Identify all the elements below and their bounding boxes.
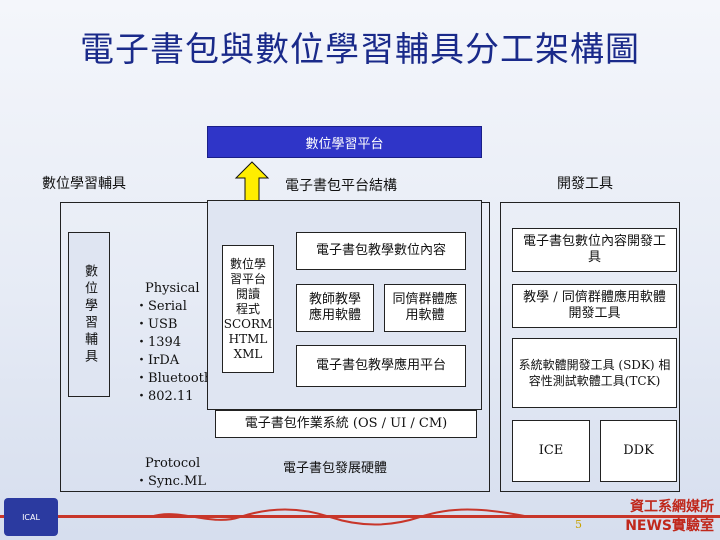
structure-header: 電子書包平台結構: [285, 178, 397, 194]
physical-item: ・IrDA: [135, 353, 180, 368]
page-number: 5: [575, 518, 582, 531]
peer-software-box: 同儕群體應用軟體: [384, 284, 466, 332]
physical-item: ・USB: [135, 317, 178, 332]
platform-banner: 數位學習平台: [207, 126, 482, 158]
logo: ICAL: [4, 498, 58, 536]
footer-rule: [0, 515, 720, 518]
os-box: 電子書包作業系統 (OS / UI / CM): [215, 410, 477, 438]
physical-item: ・Serial: [135, 299, 187, 314]
ddk-box: DDK: [600, 420, 677, 482]
dev-outline: [500, 202, 680, 492]
physical-list: Physical ・Serial ・USB ・1394 ・IrDA ・Bluet…: [135, 280, 212, 406]
logo-text: ICAL: [22, 512, 40, 522]
tools-header: 數位學習輔具: [42, 176, 126, 192]
dev-content-box: 電子書包數位內容開發工具: [512, 228, 677, 272]
stack-line: 習平台: [229, 271, 266, 286]
dev-app-box: 教學 / 同儕群體應用軟體開發工具: [512, 284, 677, 328]
ice-box: ICE: [512, 420, 590, 482]
stack-line: 程式: [235, 301, 260, 316]
physical-item: ・Bluetooth: [135, 371, 213, 386]
protocol-list: Protocol ・Sync.ML: [135, 455, 206, 491]
stack-line: 閱讀: [235, 286, 260, 301]
physical-head: Physical: [145, 281, 200, 296]
physical-item: ・802.11: [135, 389, 194, 404]
platform-stack-box: 數位學 習平台 閱讀 程式 SCORM HTML XML: [222, 245, 274, 373]
protocol-item: ・Sync.ML: [135, 474, 206, 489]
brand-line-1: 資工系網媒所: [630, 499, 714, 515]
stack-line: SCORM: [223, 316, 273, 331]
tools-vertical-box: 數位學習輔具: [68, 232, 110, 397]
teacher-software-box: 教師教學應用軟體: [296, 284, 374, 332]
page-title: 電子書包與數位學習輔具分工架構圖: [80, 30, 640, 70]
footer-wave-decoration: [150, 508, 530, 526]
physical-item: ・1394: [135, 335, 182, 350]
stack-line: HTML: [228, 331, 268, 346]
content-box: 電子書包教學數位內容: [296, 232, 466, 270]
stack-line: XML: [233, 346, 263, 361]
footer-brand: 資工系網媒所 NEWS實驗室: [625, 498, 714, 536]
stack-line: 數位學: [229, 256, 266, 271]
tools-vertical-label: 數位學習輔具: [82, 263, 97, 366]
dev-sdk-box: 系統軟體開發工具 (SDK) 相容性測試軟體工具(TCK): [512, 338, 677, 408]
brand-line-2: NEWS實驗室: [625, 518, 714, 534]
dev-header: 開發工具: [557, 176, 613, 192]
app-platform-box: 電子書包教學應用平台: [296, 345, 466, 387]
hardware-label: 電子書包發展硬體: [282, 461, 387, 476]
protocol-head: Protocol: [145, 456, 201, 471]
